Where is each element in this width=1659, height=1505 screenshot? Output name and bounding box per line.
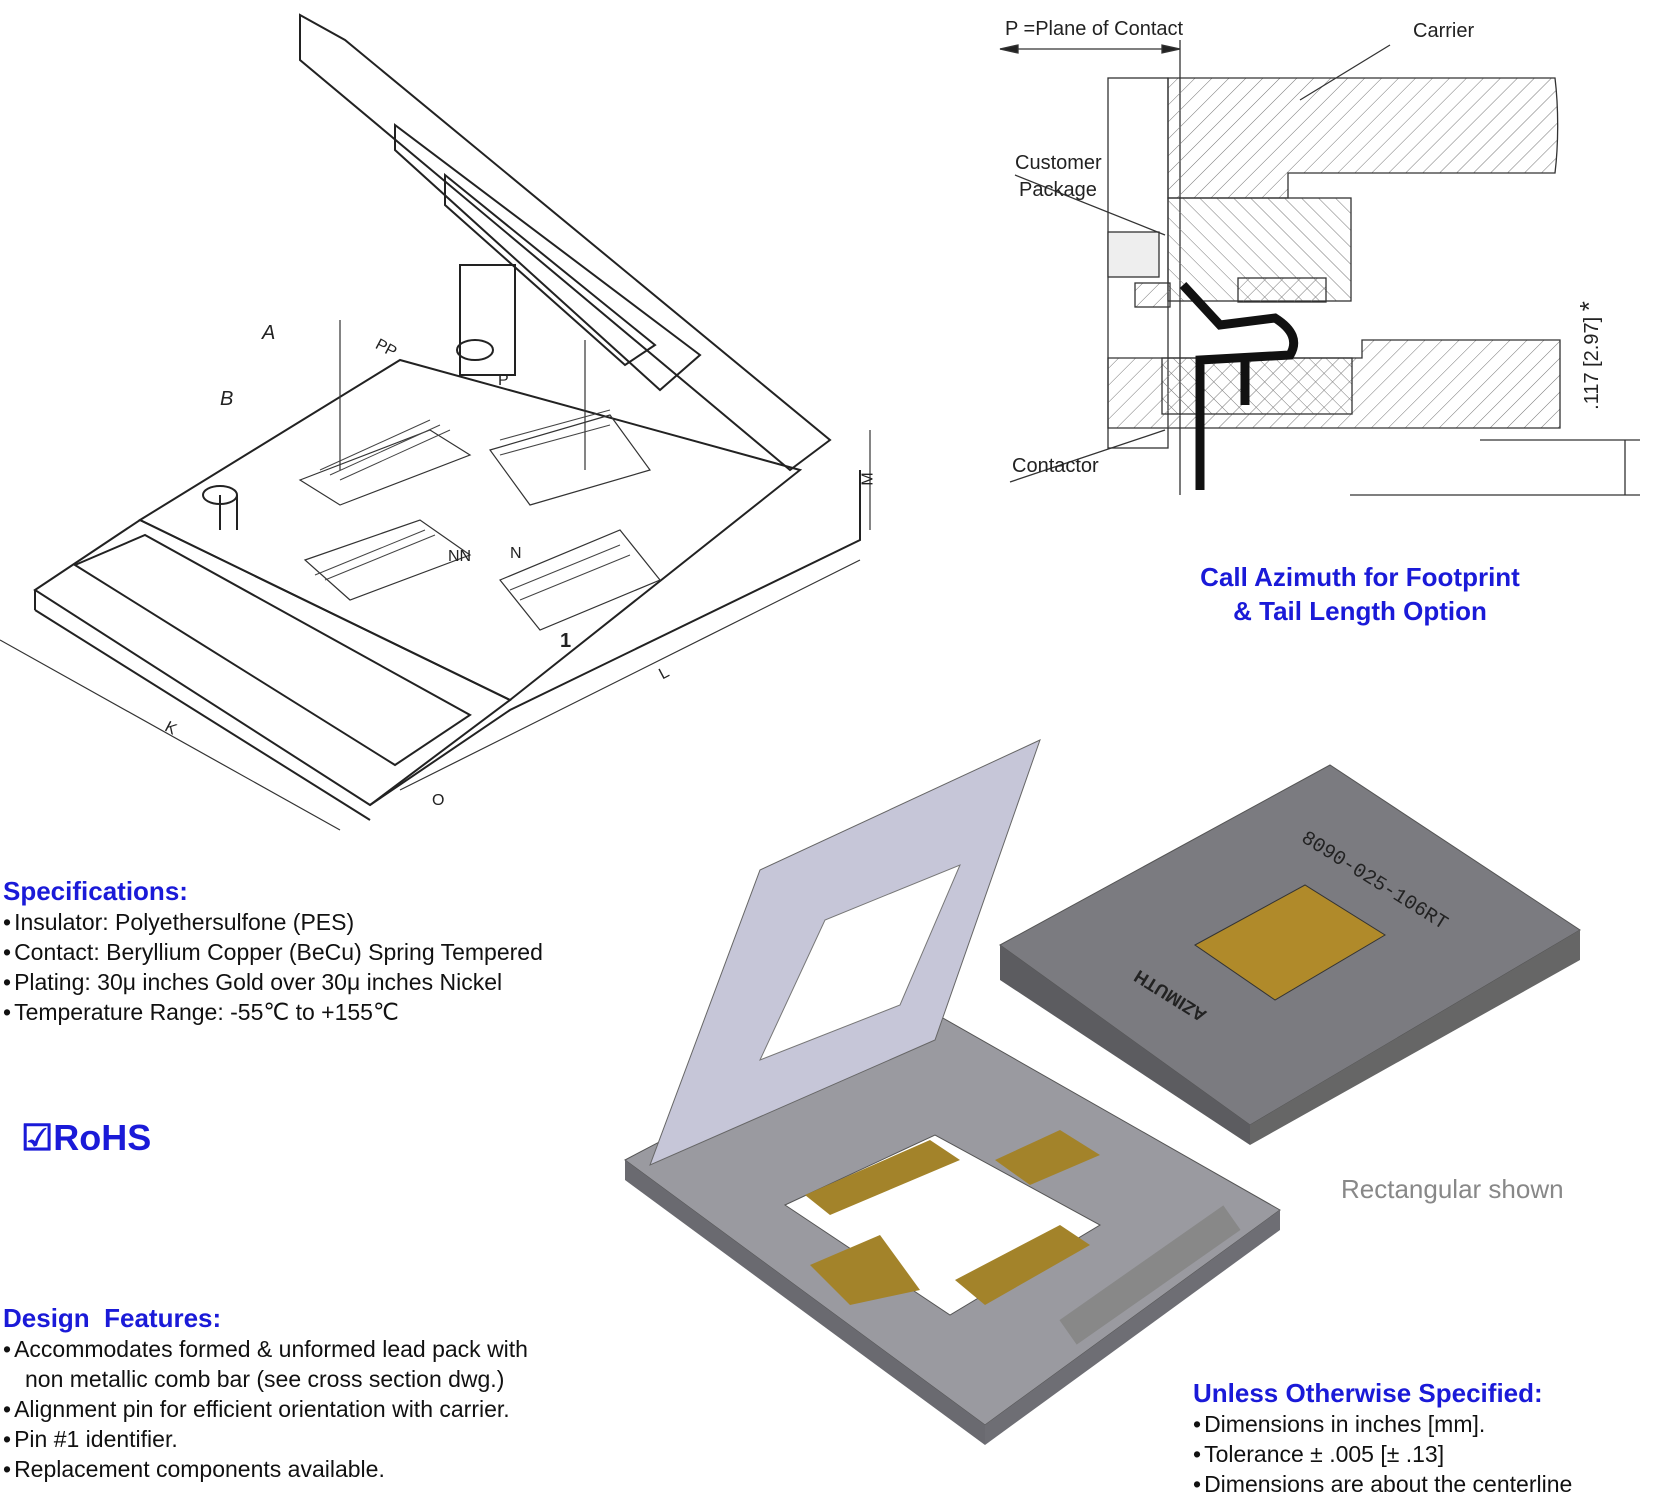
notes-title: Unless Otherwise Specified: [1193,1378,1543,1408]
footprint-callout: Call Azimuth for Footprint & Tail Length… [1190,560,1530,628]
checkbox-icon: ☑ [21,1117,54,1158]
feature-item: Pin #1 identifier. [3,1424,528,1454]
note-item: Tolerance ± .005 [± .13] [1193,1439,1572,1469]
spec-item: Temperature Range: -55℃ to +155℃ [3,997,543,1027]
feature-item: Alignment pin for efficient orientation … [3,1394,528,1424]
feature-item: Replacement components available. [3,1454,528,1484]
label-p: P [498,372,509,389]
customer-package-label-1: Customer [1015,152,1102,174]
note-item: Dimensions are about the centerline [1193,1469,1572,1499]
design-features-title: Design Features: [3,1303,222,1333]
spec-item: Contact: Beryllium Copper (BeCu) Spring … [3,937,543,967]
specifications-title: Specifications: [3,876,188,906]
notes-section: Unless Otherwise Specified: Dimensions i… [1193,1378,1572,1499]
customer-package-label-2: Package [1019,179,1097,201]
rohs-label: RoHS [53,1117,152,1158]
pin1-label: 1 [560,630,572,652]
spec-item: Insulator: Polyethersulfone (PES) [3,907,543,937]
spec-item: Plating: 30μ inches Gold over 30μ inches… [3,967,543,997]
contactor-label: Contactor [1012,455,1099,477]
label-o: O [432,792,445,809]
callout-line-1: Call Azimuth for Footprint [1200,562,1520,592]
cross-section-drawing [999,40,1640,496]
feature-item: Accommodates formed & unformed lead pack… [3,1334,528,1364]
note-item: Dimensions in inches [mm]. [1193,1409,1572,1439]
feature-item-continuation: non metallic comb bar (see cross section… [25,1366,505,1392]
callout-line-2: & Tail Length Option [1233,596,1487,626]
label-b: B [220,388,234,410]
carrier-label: Carrier [1413,20,1475,42]
label-nn: NN [448,548,472,565]
label-a: A [262,322,276,344]
specifications-section: Specifications: Insulator: Polyethersulf… [3,876,543,1027]
plane-of-contact-label: P =Plane of Contact [1005,18,1184,40]
design-features-section: Design Features: Accommodates formed & u… [3,1303,528,1484]
photo-caption: Rectangular shown [1341,1174,1564,1204]
isometric-socket-drawing [0,13,871,831]
label-n: N [510,545,522,562]
rohs-badge: ☑RoHS [21,1117,151,1159]
